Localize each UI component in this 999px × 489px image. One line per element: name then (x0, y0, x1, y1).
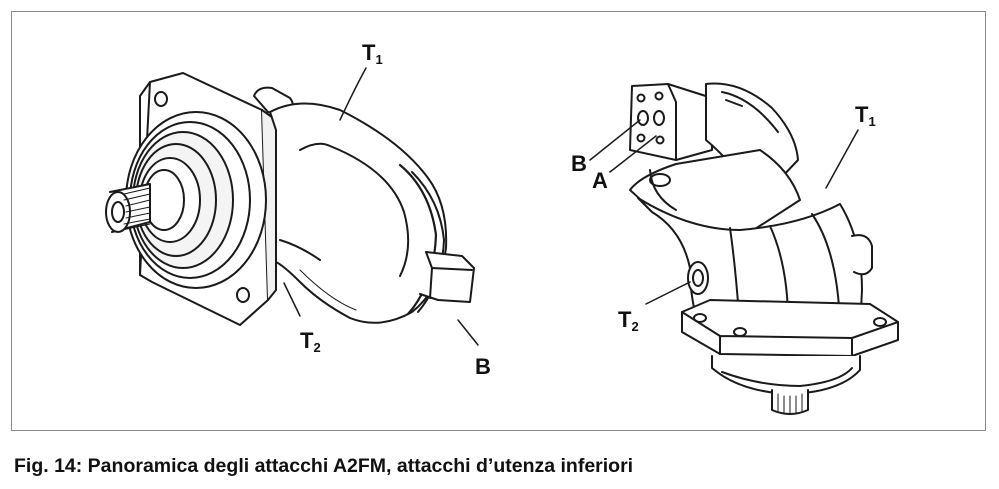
left-motor-illustration (105, 72, 475, 326)
figure-frame (11, 11, 986, 431)
label-t1-right: T1 (855, 102, 876, 129)
label-b-left: B (475, 354, 491, 379)
figure-caption: Fig. 14: Panoramica degli attacchi A2FM,… (14, 455, 634, 477)
label-a-right: A (592, 168, 608, 193)
label-t2-right: T2 (618, 307, 639, 334)
label-t1-left: T1 (362, 40, 383, 67)
right-motor-illustration (629, 82, 899, 415)
label-t2-left: T2 (300, 328, 321, 355)
label-b-right: B (571, 151, 587, 176)
